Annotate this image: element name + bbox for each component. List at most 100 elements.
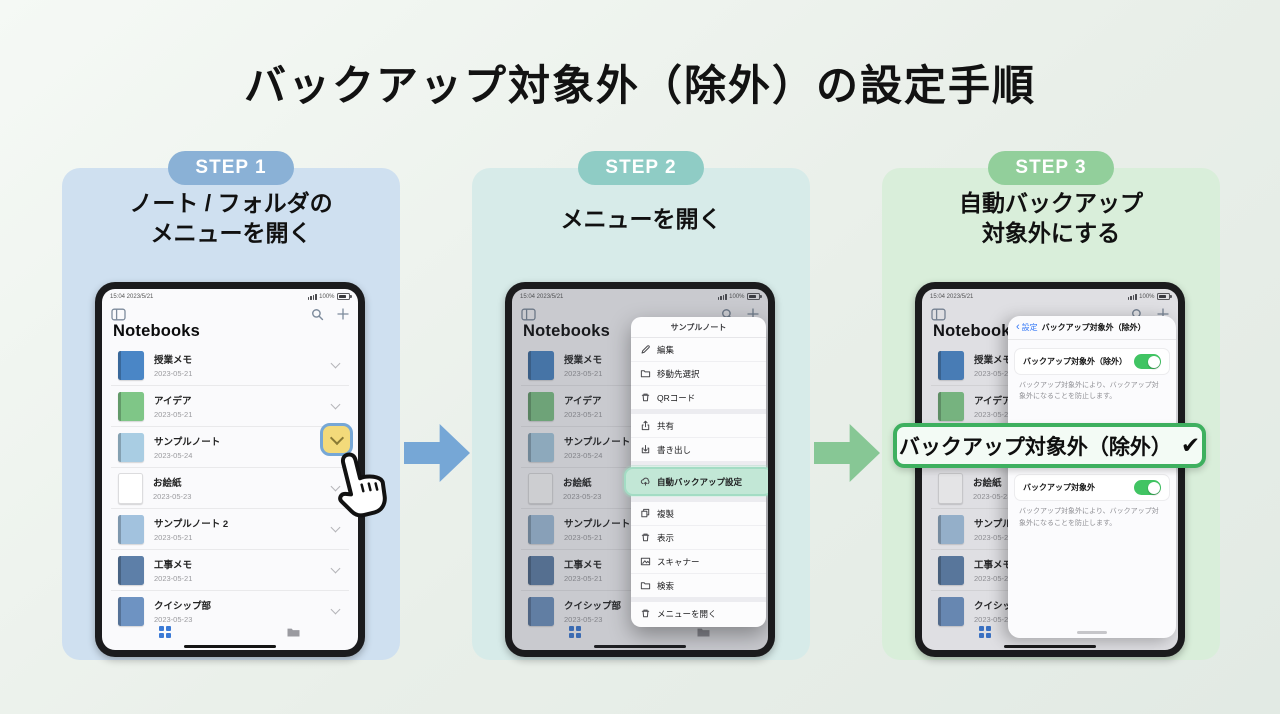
search-icon[interactable] [311, 308, 324, 321]
share-icon [640, 420, 651, 431]
notebook-date: 2023-05-21 [564, 573, 603, 583]
menu-group-separator [631, 461, 766, 466]
folder-tab-icon[interactable] [286, 626, 301, 638]
step2-heading: メニューを開く [560, 206, 722, 232]
notebook-cover-icon [118, 596, 144, 626]
menu-item-highlighted[interactable]: 自動バックアップ設定 [624, 467, 768, 496]
notebook-title: 授業メモ [154, 355, 193, 367]
notebook-title: サンプルノート [154, 437, 221, 449]
signal-icon [307, 294, 317, 300]
menu-item-label: 編集 [657, 344, 675, 355]
menu-item-label: 自動バックアップ設定 [657, 476, 743, 487]
menu-item[interactable]: 複製 [631, 502, 766, 525]
notebook-date: 2023-05-21 [154, 573, 193, 583]
notebook-title: アイデア [564, 396, 602, 408]
menu-item[interactable]: QRコード [631, 385, 766, 409]
app-title: Notebooks [523, 322, 611, 340]
backup-exclude-toggle[interactable] [1134, 354, 1161, 369]
menu-item[interactable]: 共有 [631, 414, 766, 437]
chevron-down-icon[interactable] [330, 399, 341, 410]
menu-item[interactable]: メニューを開く [631, 602, 766, 625]
notebook-title: アイデア [154, 396, 192, 408]
hand-cursor-icon [338, 452, 387, 518]
home-indicator[interactable] [184, 644, 276, 648]
checkmark-icon: ✔ [1180, 432, 1201, 458]
notebook-title: 工事メモ [564, 560, 603, 572]
chevron-down-icon[interactable] [330, 358, 341, 369]
highlighted-chevron-button[interactable] [320, 423, 353, 456]
sidebar-toggle-icon[interactable] [111, 308, 126, 321]
grid-tab-icon[interactable] [569, 626, 581, 638]
notebook-title: クイシップ部 [974, 601, 1032, 613]
notebook-date: 2023-05-21 [974, 409, 1013, 419]
notebook-date: 2023-05-24 [564, 450, 603, 460]
chevron-down-icon[interactable] [330, 522, 341, 533]
notebook-cover-icon [528, 432, 554, 462]
notebook-title: お絵紙 [563, 478, 592, 490]
chevron-down-icon[interactable] [330, 563, 341, 574]
menu-item-label: 共有 [657, 420, 675, 431]
home-indicator[interactable] [594, 644, 686, 648]
signal-icon [717, 294, 727, 300]
chevron-down-icon[interactable] [330, 604, 341, 615]
notebook-date: 2023-05-23 [153, 491, 192, 501]
menu-item[interactable]: 表示 [631, 525, 766, 549]
settings-header: ‹ 設定 バックアップ対象外（除外） [1008, 316, 1176, 340]
notebook-cover-icon [938, 350, 964, 380]
export-icon [640, 444, 651, 455]
arrow-step2-to-step3-icon [814, 424, 880, 482]
step3-panel: STEP 3 自動バックアップ 対象外にする 15:04 2023/5/21 1… [882, 151, 1220, 660]
menu-item[interactable]: スキャナー [631, 549, 766, 573]
drag-handle[interactable] [1077, 631, 1107, 634]
back-button[interactable]: ‹ 設定 [1016, 320, 1038, 333]
trash-icon [640, 392, 651, 403]
add-icon[interactable] [337, 308, 349, 320]
signal-icon [1127, 294, 1137, 300]
notebook-title: 授業メモ [564, 355, 603, 367]
sidebar-toggle-icon[interactable] [931, 308, 946, 321]
menu-item[interactable]: 移動先選択 [631, 361, 766, 385]
photo-icon [640, 556, 651, 567]
step2-panel: STEP 2 メニューを開く 15:04 2023/5/21 100% [472, 151, 810, 660]
notebook-date: 2023-05-21 [974, 532, 1013, 542]
menu-item[interactable]: 編集 [631, 338, 766, 361]
notebook-cover-icon [938, 555, 964, 585]
duplicate-icon [640, 508, 651, 519]
backup-exclude-row: バックアップ対象外（除外） [1014, 348, 1170, 375]
grid-tab-icon[interactable] [979, 626, 991, 638]
folder-tab-icon[interactable] [696, 626, 711, 638]
battery-percent: 100% [319, 293, 335, 300]
app-title: Notebooks [113, 322, 201, 340]
sidebar-toggle-icon[interactable] [521, 308, 536, 321]
menu-item-label: QRコード [657, 392, 696, 403]
chevron-left-icon: ‹ [1016, 320, 1020, 333]
page-title: バックアップ対象外（除外）の設定手順 [243, 62, 1036, 109]
home-indicator[interactable] [1004, 644, 1096, 648]
tab-bar [102, 621, 358, 643]
grid-tab-icon[interactable] [159, 626, 171, 638]
menu-item[interactable]: 書き出し [631, 437, 766, 461]
menu-item[interactable]: 検索 [631, 573, 766, 597]
backup-exclude-toggle-2[interactable] [1134, 480, 1161, 496]
